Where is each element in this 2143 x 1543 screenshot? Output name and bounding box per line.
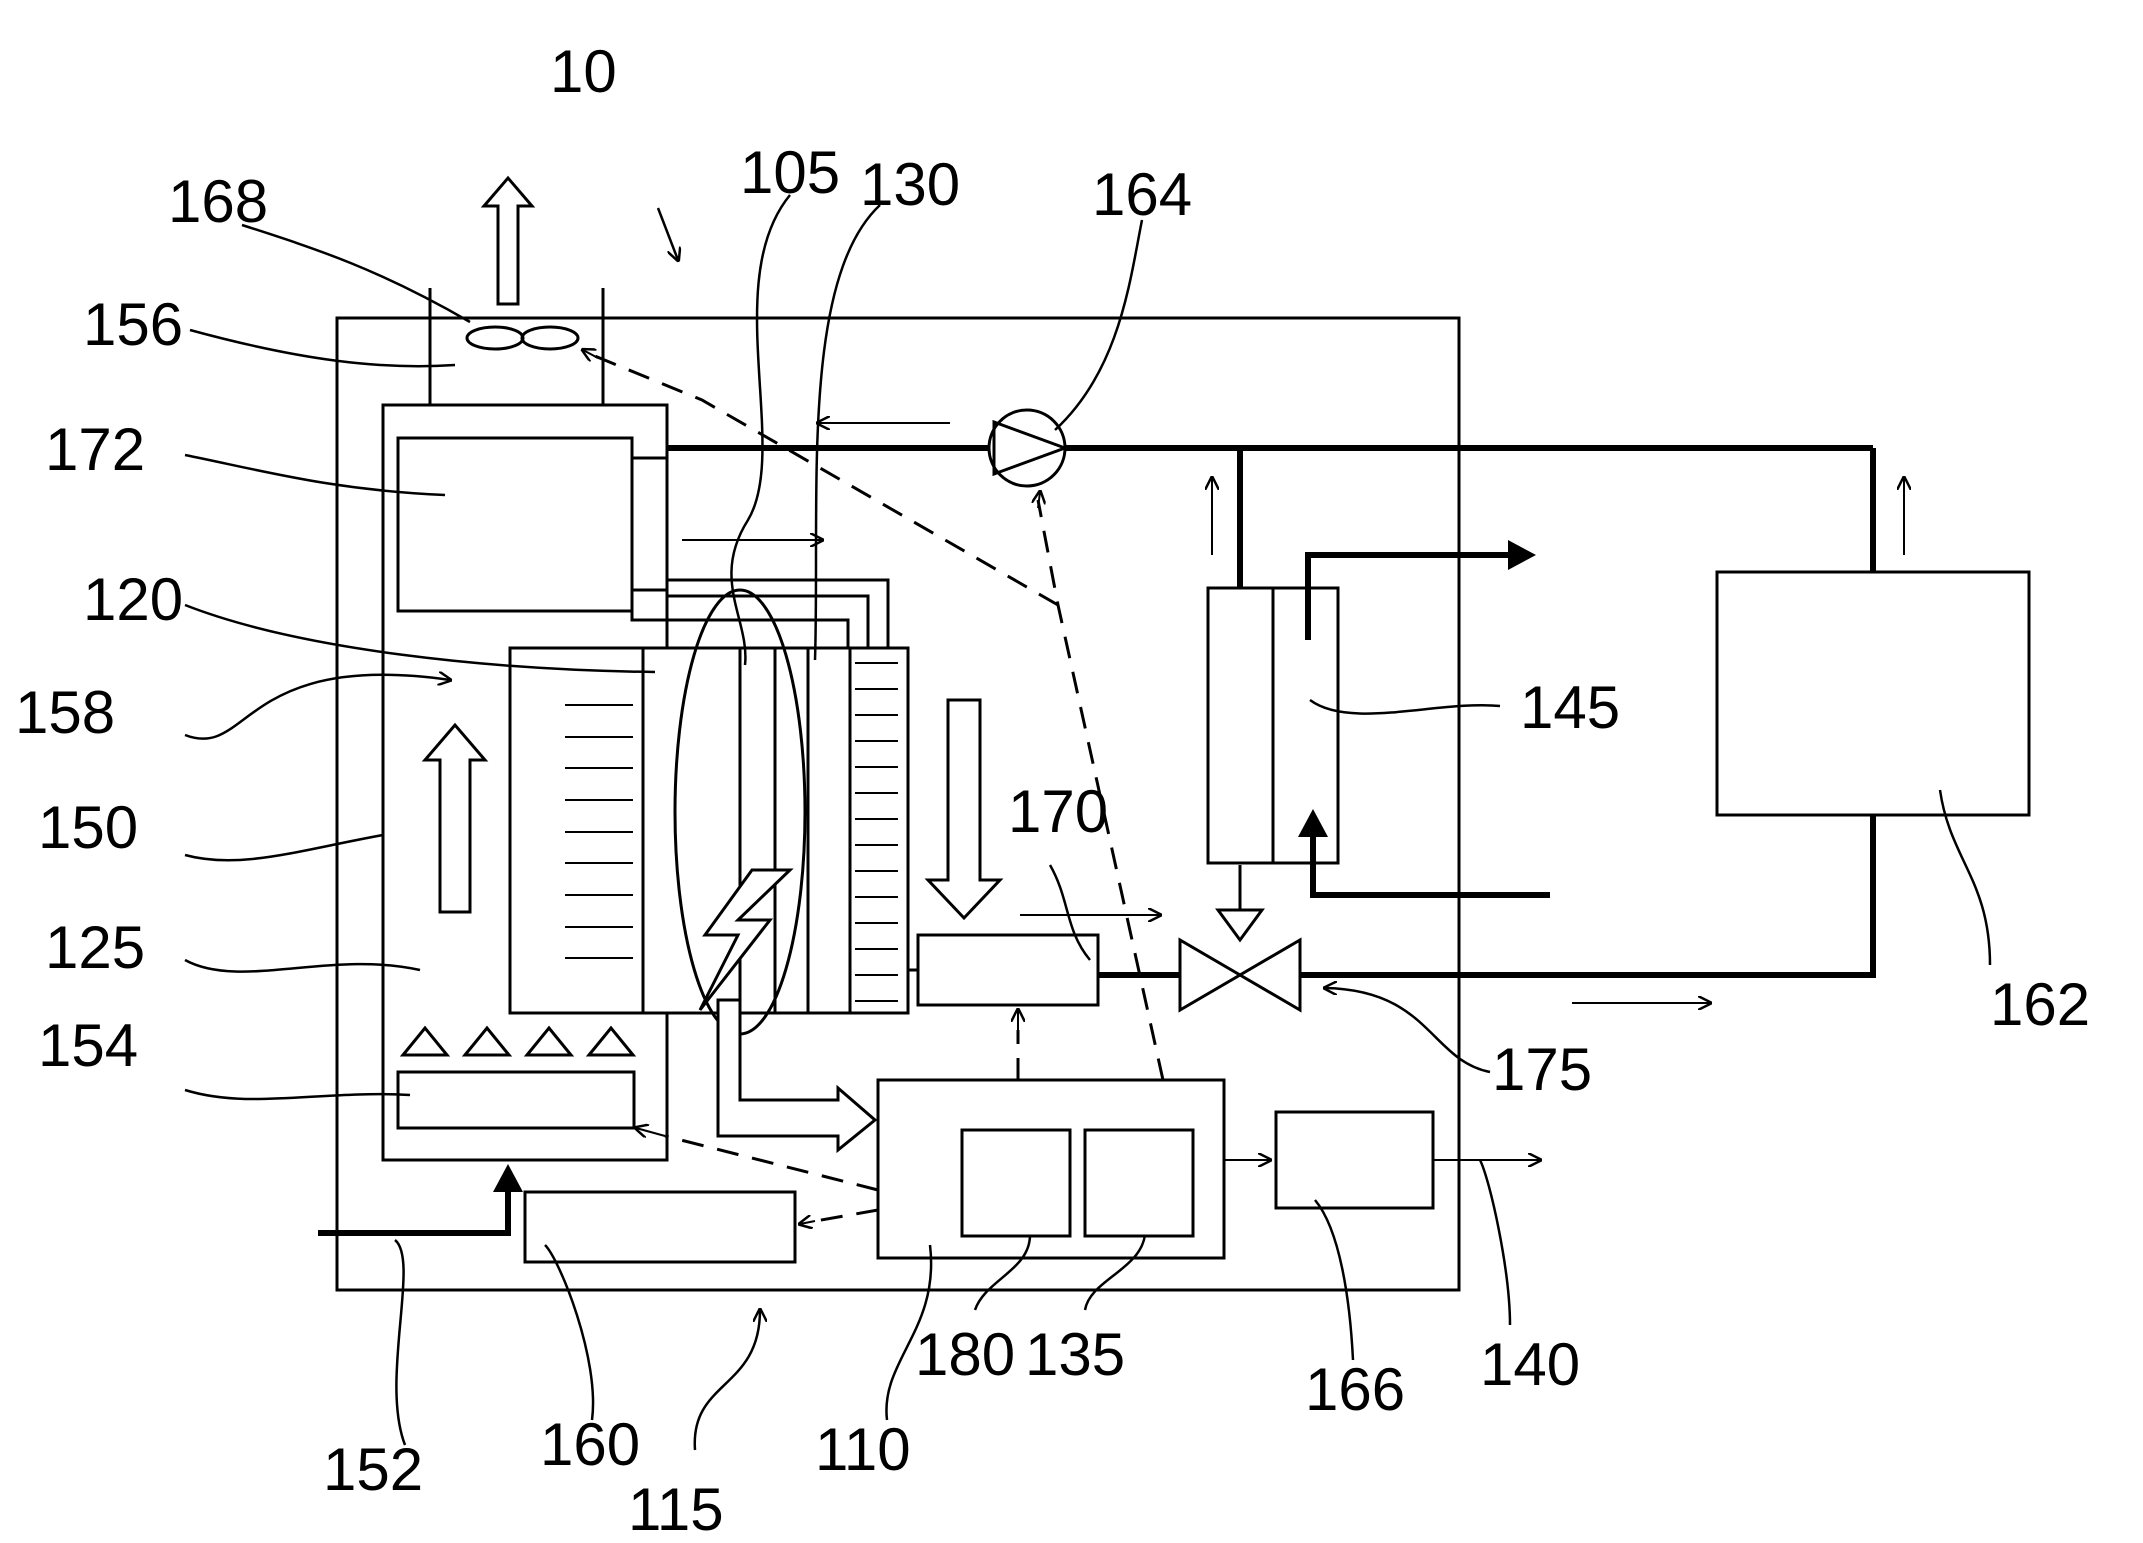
valve-175 [1180,865,1300,1010]
label-105: 105 [740,139,840,206]
pipe-172-stack [632,580,888,648]
label-125: 125 [45,914,145,981]
label-152: 152 [323,1436,423,1503]
label-115: 115 [628,1476,724,1543]
label-154: 154 [38,1012,138,1079]
heat-load-162 [1717,572,2029,815]
label-166: 166 [1305,1356,1405,1423]
fuel-inlet-152 [318,1170,508,1233]
burner-flames [403,1028,633,1055]
label-110: 110 [815,1416,911,1483]
label-120: 120 [83,566,183,633]
label-130: 130 [860,151,960,218]
power-arrow [718,1000,875,1150]
label-160: 160 [540,1411,640,1478]
label-162: 162 [1990,971,2090,1038]
label-172: 172 [45,416,145,483]
air-up-arrow [425,725,485,912]
label-156: 156 [83,291,183,358]
label-135: 135 [1025,1321,1125,1388]
label-180: 180 [915,1321,1015,1388]
hot-water-out [1308,555,1530,640]
burner-154 [398,1072,634,1128]
exhaust-arrow [484,178,532,304]
label-10: 10 [550,38,617,105]
label-150: 150 [38,794,138,861]
label-140: 140 [1480,1331,1580,1398]
label-145: 145 [1520,674,1620,741]
fan-168 [467,327,578,349]
component-170 [918,935,1098,1005]
reformer-172 [398,438,632,611]
label-168: 168 [168,168,268,235]
component-166 [1276,1112,1433,1208]
label-175: 175 [1492,1036,1592,1103]
label-164: 164 [1092,161,1192,228]
air-down-arrow [928,700,1000,918]
component-160 [525,1192,795,1262]
pump-164 [989,410,1065,486]
processor-180 [962,1130,1070,1236]
memory-135 [1085,1130,1193,1236]
fuel-cell-stack-120 [510,648,908,1013]
label-170: 170 [1008,778,1108,845]
label-158: 158 [15,679,115,746]
cold-water-in [1313,815,1550,895]
